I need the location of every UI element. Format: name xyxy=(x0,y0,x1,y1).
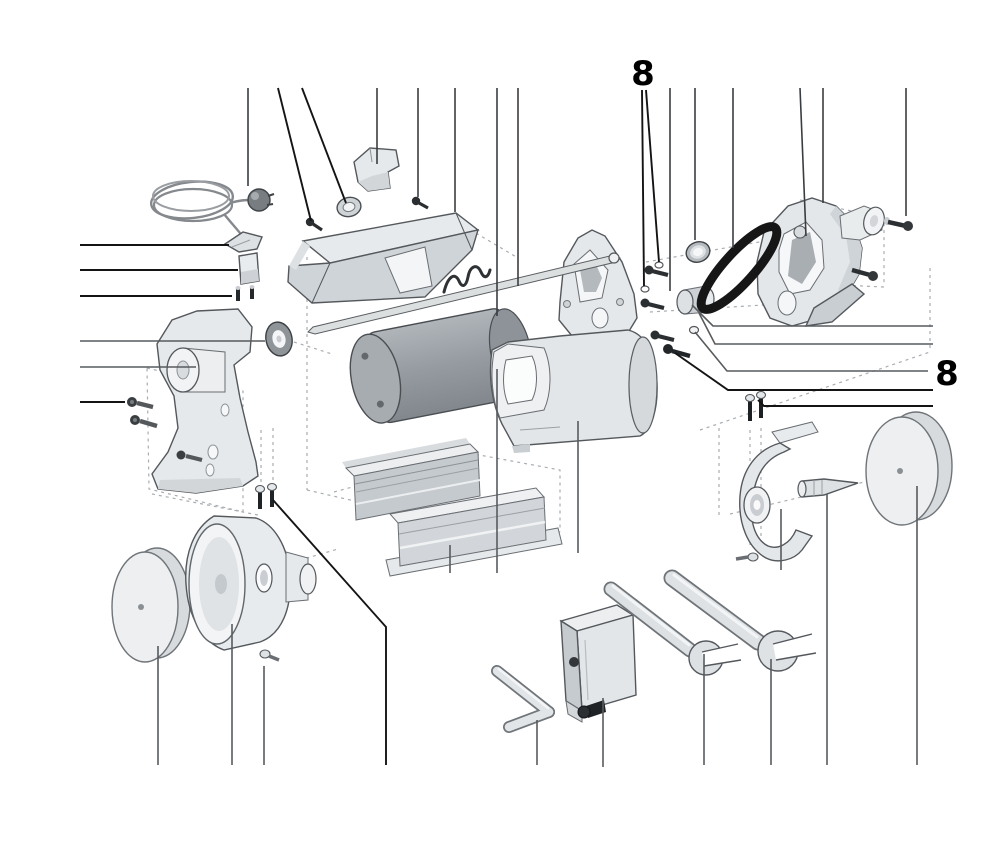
left-stand-bracket xyxy=(151,308,259,494)
washer-small-b xyxy=(654,261,664,269)
wheel-hub-drum xyxy=(185,515,317,651)
hex-key xyxy=(491,665,555,733)
mounting-clamp xyxy=(559,604,637,723)
plug xyxy=(247,188,271,212)
switch-housing xyxy=(353,147,400,192)
guard-screws xyxy=(744,390,767,421)
power-cord-with-plug xyxy=(149,180,275,238)
motor-shaft-rod xyxy=(307,254,621,335)
drive-belt xyxy=(696,222,782,314)
center-bearing-plate xyxy=(558,229,638,343)
socket-head-screws xyxy=(127,397,203,462)
buffing-disc-right xyxy=(865,411,953,526)
washer-small-c xyxy=(688,325,700,335)
leader-lines-right xyxy=(674,304,933,407)
top-cover xyxy=(287,212,480,304)
leader-lines-top xyxy=(247,87,907,316)
pin-fasteners xyxy=(235,285,255,301)
leader-lines-left xyxy=(80,244,265,403)
buffing-disc-left xyxy=(111,547,191,663)
small-screw-b xyxy=(411,196,429,210)
wheel-guard xyxy=(735,421,819,562)
small-screw-a xyxy=(305,217,323,232)
fastener-cluster xyxy=(640,261,700,359)
callout-label-8-top: 8 xyxy=(631,54,655,94)
bearing-washer xyxy=(265,321,293,357)
leader-lines-bottom xyxy=(157,369,918,767)
callout-label-8-right: 8 xyxy=(935,354,959,394)
round-nut xyxy=(336,196,362,218)
switch-lever xyxy=(223,231,263,253)
hub-screws xyxy=(254,482,280,662)
switch-block xyxy=(238,252,260,285)
taper-spindle xyxy=(797,478,859,498)
open-end-wrench-large xyxy=(663,569,817,672)
open-end-wrench-small xyxy=(603,581,742,676)
washer-small-a xyxy=(640,285,650,293)
hex-screws-right xyxy=(851,217,913,281)
right-arm-bracket xyxy=(756,197,885,327)
base-rails xyxy=(342,438,563,577)
motor-cradle-housing xyxy=(489,329,658,453)
spring-clip xyxy=(442,265,492,294)
ring-washer xyxy=(685,241,711,263)
